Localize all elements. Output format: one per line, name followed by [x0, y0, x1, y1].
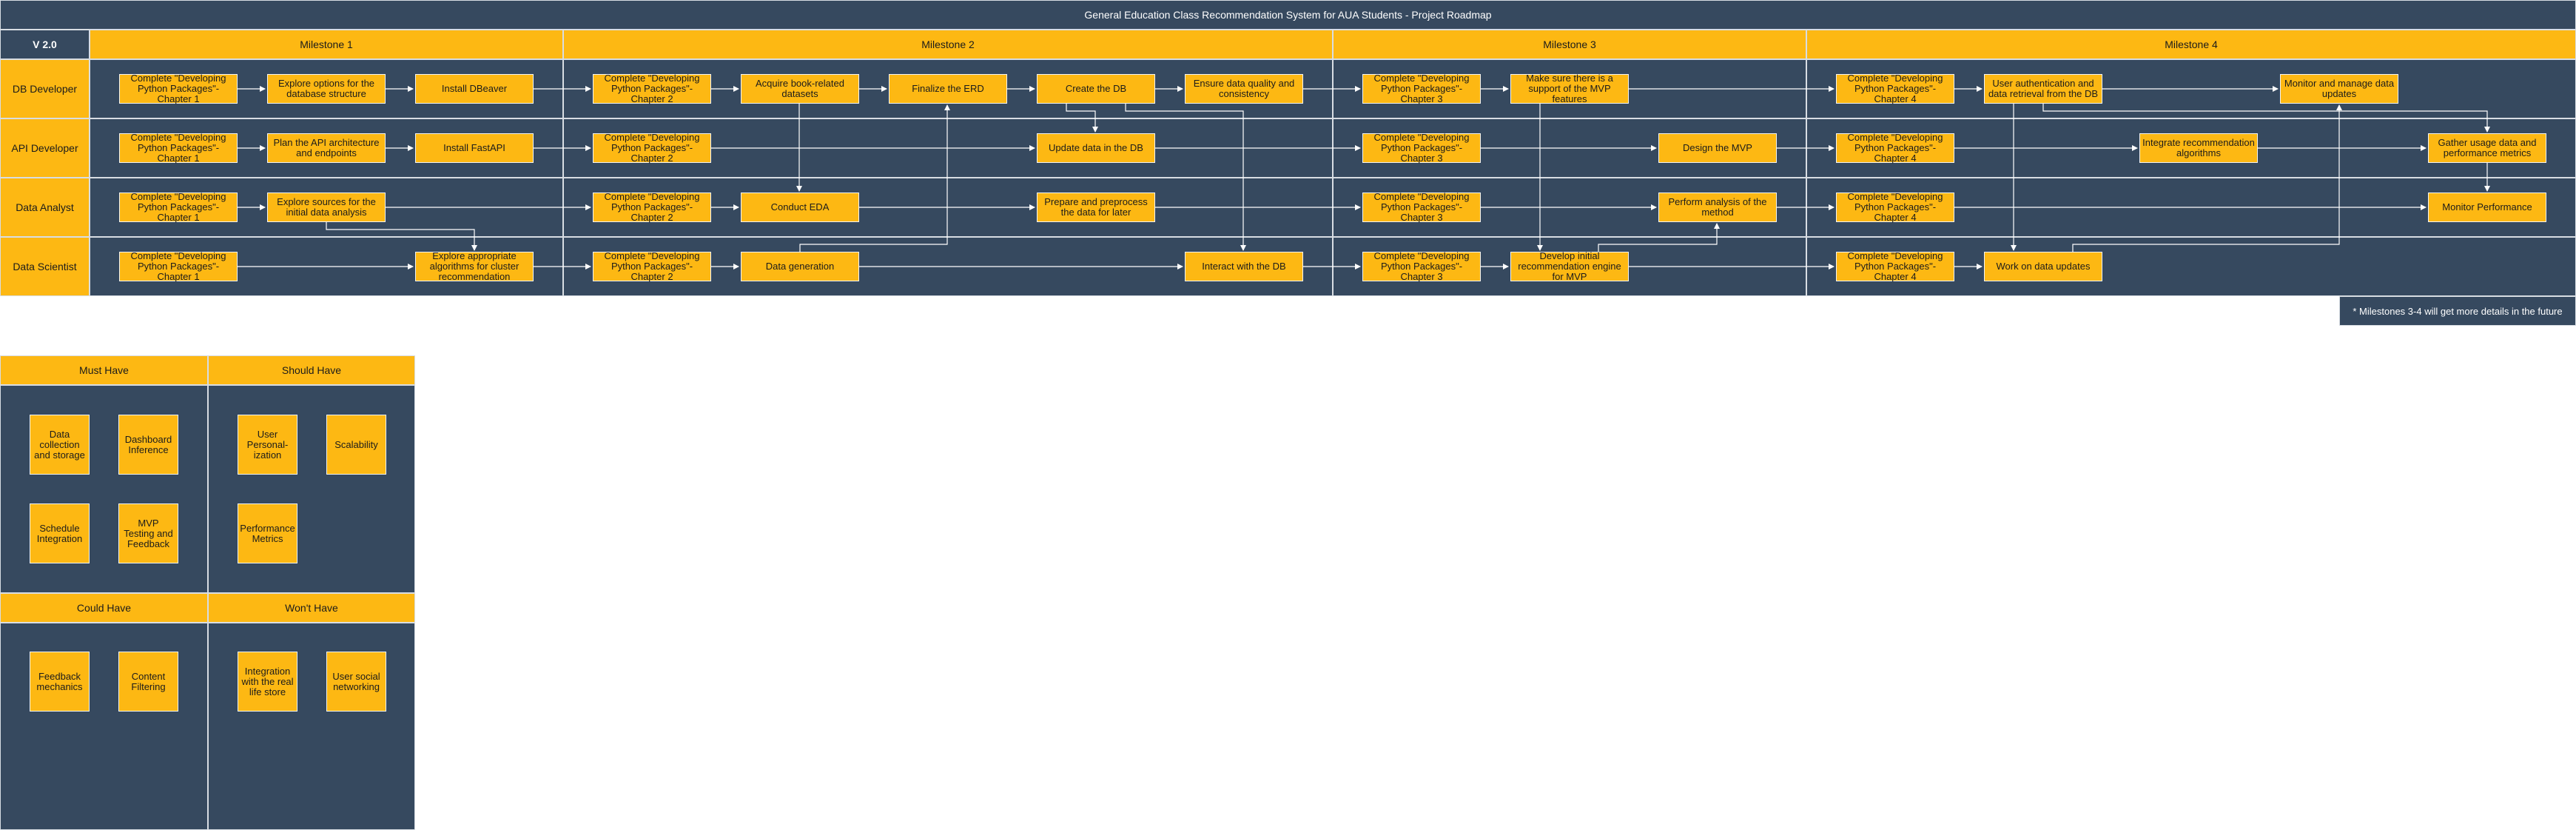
- task-db-explore: Explore options for the database structu…: [267, 74, 386, 104]
- task-db-dbeaver: Install DBeaver: [415, 74, 534, 104]
- task-api-gather: Gather usage data and performance metric…: [2428, 133, 2546, 163]
- role-api-developer: API Developer: [0, 118, 90, 178]
- should-have-item: User Personal-ization: [238, 415, 297, 475]
- task-api-ch3: Complete "Developing Python Packages"- C…: [1362, 133, 1481, 164]
- task-da-ch4: Complete "Developing Python Packages"- C…: [1836, 192, 1954, 223]
- task-da-ch2: Complete "Developing Python Packages"- C…: [593, 192, 711, 223]
- wont-have-item: Integration with the real life store: [238, 652, 297, 712]
- should-have-item: Scalability: [326, 415, 386, 475]
- could-have-item: Feedback mechanics: [30, 652, 90, 712]
- milestone-2-header: Milestone 2: [563, 30, 1333, 59]
- role-data-scientist: Data Scientist: [0, 237, 90, 296]
- task-api-ch2: Complete "Developing Python Packages"- C…: [593, 133, 711, 164]
- could-have-item: Content Filtering: [118, 652, 178, 712]
- task-da-ch3: Complete "Developing Python Packages"- C…: [1362, 192, 1481, 223]
- must-have-item: Data collection and storage: [30, 415, 90, 475]
- task-api-fastapi: Install FastAPI: [415, 133, 534, 163]
- task-api-ch1: Complete "Developing Python Packages"- C…: [119, 133, 238, 164]
- task-ds-algos: Explore appropriate algorithms for clust…: [415, 251, 534, 282]
- task-db-ch4: Complete "Developing Python Packages"- C…: [1836, 73, 1954, 104]
- task-api-update: Update data in the DB: [1037, 133, 1155, 163]
- milestone-3-header: Milestone 3: [1333, 30, 1806, 59]
- task-ds-ch1: Complete "Developing Python Packages"- C…: [119, 251, 238, 282]
- task-db-ch1: Complete "Developing Python Packages"- C…: [119, 73, 238, 104]
- should-have-header: Should Have: [208, 355, 415, 385]
- task-da-eda: Conduct EDA: [741, 193, 859, 222]
- task-api-ch4: Complete "Developing Python Packages"- C…: [1836, 133, 1954, 164]
- task-ds-datagen: Data generation: [741, 252, 859, 281]
- task-db-ch2: Complete "Developing Python Packages"- C…: [593, 73, 711, 104]
- task-db-monitor: Monitor and manage data updates: [2280, 74, 2398, 104]
- task-db-auth: User authentication and data retrieval f…: [1984, 74, 2102, 104]
- task-db-support: Make sure there is a support of the MVP …: [1510, 73, 1629, 104]
- task-ds-ch2: Complete "Developing Python Packages"- C…: [593, 251, 711, 282]
- task-da-ch1: Complete "Developing Python Packages"- C…: [119, 192, 238, 223]
- task-ds-ch4: Complete "Developing Python Packages"- C…: [1836, 251, 1954, 282]
- task-ds-updates: Work on data updates: [1984, 252, 2102, 281]
- task-da-prepare: Prepare and preprocess the data for late…: [1037, 193, 1155, 222]
- role-data-analyst: Data Analyst: [0, 178, 90, 237]
- role-db-developer: DB Developer: [0, 59, 90, 118]
- task-da-monitor: Monitor Performance: [2428, 193, 2546, 222]
- task-db-ch3: Complete "Developing Python Packages"- C…: [1362, 73, 1481, 104]
- version-label: V 2.0: [0, 30, 90, 59]
- task-da-analysis: Perform analysis of the method: [1658, 193, 1777, 222]
- task-db-quality: Ensure data quality and consistency: [1185, 74, 1303, 104]
- task-api-plan: Plan the API architecture and endpoints: [267, 133, 386, 163]
- task-ds-interact: Interact with the DB: [1185, 252, 1303, 281]
- could-have-header: Could Have: [0, 593, 208, 623]
- task-db-erd: Finalize the ERD: [889, 74, 1007, 104]
- must-have-item: Dashboard Inference: [118, 415, 178, 475]
- wont-have-header: Won't Have: [208, 593, 415, 623]
- wont-have-item: User social networking: [326, 652, 386, 712]
- roadmap-title: General Education Class Recommendation S…: [0, 0, 2576, 30]
- task-api-mvp: Design the MVP: [1658, 133, 1777, 163]
- milestone-4-header: Milestone 4: [1806, 30, 2576, 59]
- task-da-sources: Explore sources for the initial data ana…: [267, 193, 386, 222]
- should-have-item: Performance Metrics: [238, 503, 297, 563]
- must-have-header: Must Have: [0, 355, 208, 385]
- milestone-1-header: Milestone 1: [90, 30, 563, 59]
- must-have-item: MVP Testing and Feedback: [118, 503, 178, 563]
- task-db-create: Create the DB: [1037, 74, 1155, 104]
- must-have-item: Schedule Integration: [30, 503, 90, 563]
- task-ds-ch3: Complete "Developing Python Packages"- C…: [1362, 251, 1481, 282]
- task-api-integrate: Integrate recommendation algorithms: [2139, 133, 2258, 163]
- task-ds-engine: Develop initial recommendation engine fo…: [1510, 251, 1629, 282]
- task-db-acquire: Acquire book-related datasets: [741, 74, 859, 104]
- milestones-note: * Milestones 3-4 will get more details i…: [2339, 296, 2576, 326]
